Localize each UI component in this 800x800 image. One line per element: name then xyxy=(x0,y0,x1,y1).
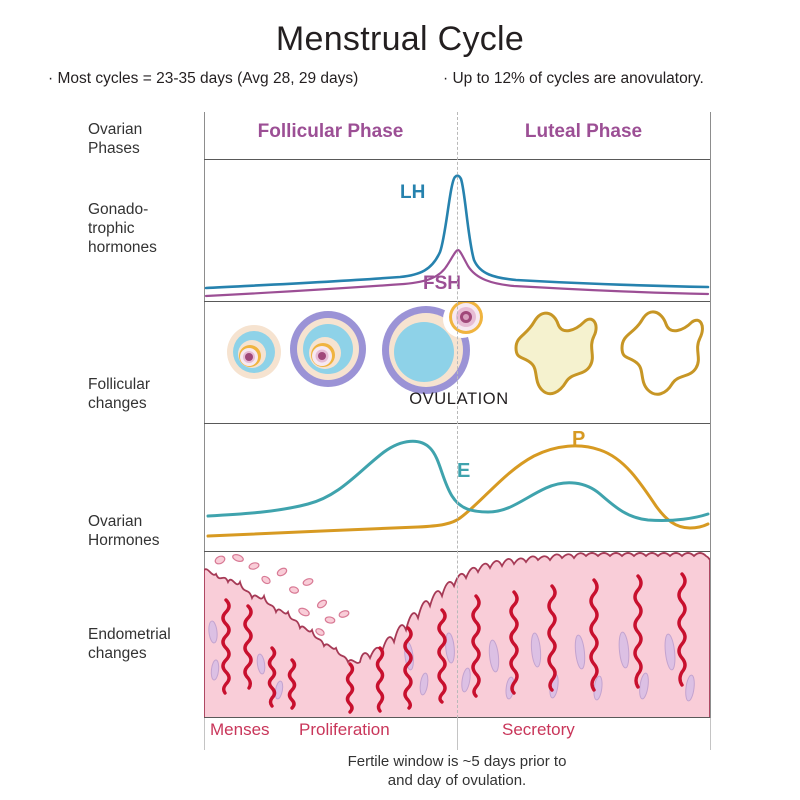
ovulation-label: OVULATION xyxy=(409,390,509,408)
progesterone-curve xyxy=(206,444,710,538)
chart-right-border xyxy=(710,112,711,718)
footnote-line-2: and day of ovulation. xyxy=(387,772,527,789)
curve-label-progesterone: P xyxy=(572,428,586,450)
ovarian-hormone-curves xyxy=(206,439,710,538)
chart-left-border xyxy=(204,112,205,718)
footnote-line-1: Fertile window is ~5 days prior to xyxy=(347,753,567,770)
subtitle-group: · Most cycles = 23-35 days (Avg 28, 29 d… xyxy=(0,70,800,92)
curve-label-fsh: FSH xyxy=(423,273,461,294)
phase-label-luteal: Luteal Phase xyxy=(524,121,643,142)
shed-tissue-fragments xyxy=(214,554,350,636)
endometrial-glands xyxy=(221,572,687,714)
endometrial-phase-labels: Menses Proliferation Secretory xyxy=(204,720,710,750)
phase-label-follicular: Follicular Phase xyxy=(257,121,404,142)
subtitle-cycle-length: · Most cycles = 23-35 days (Avg 28, 29 d… xyxy=(48,70,359,87)
corpus-luteum xyxy=(514,311,598,396)
bottom-border-right xyxy=(710,718,711,750)
follicle-secondary xyxy=(290,311,366,387)
endometrial-phase-proliferation: Proliferation xyxy=(299,720,390,739)
endometrial-phase-menses: Menses xyxy=(210,720,270,739)
curve-label-estrogen: E xyxy=(457,460,471,482)
bottom-border-left xyxy=(204,718,205,750)
follicle-mature-ovulating xyxy=(382,302,483,394)
estrogen-curve xyxy=(206,439,710,522)
page-title: Menstrual Cycle xyxy=(275,20,525,58)
subtitle-anovulatory: · Up to 12% of cycles are anovulatory. xyxy=(443,70,704,87)
follicle-primary xyxy=(227,325,281,379)
fertile-window-footnote: Fertile window is ~5 days prior to and d… xyxy=(204,752,710,790)
cycle-chart: Follicular Phase Luteal Phase LH FSH xyxy=(204,112,711,718)
endometrial-phase-secretory: Secretory xyxy=(502,720,575,739)
curve-label-lh: LH xyxy=(400,182,426,203)
lh-curve xyxy=(204,174,710,290)
bottom-tick-middle xyxy=(457,718,458,750)
corpus-albicans xyxy=(620,310,704,396)
ovulation-marker-line xyxy=(457,112,458,718)
row-ovarian-phases: Follicular Phase Luteal Phase xyxy=(204,112,710,160)
